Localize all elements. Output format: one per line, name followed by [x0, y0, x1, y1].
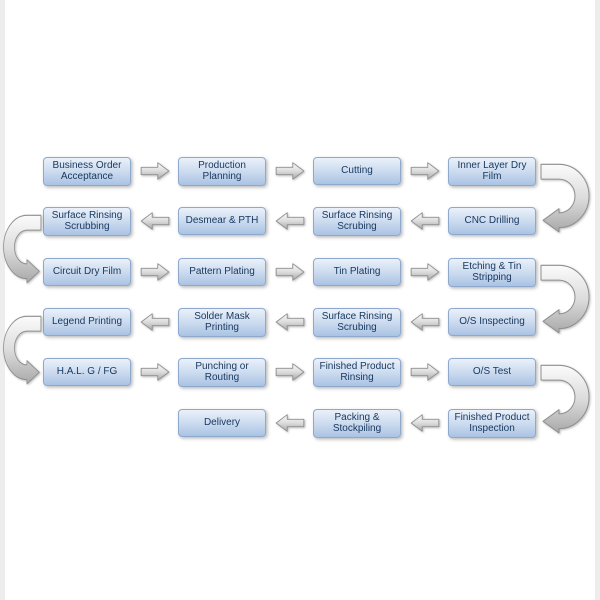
process-step-box: Surface Rinsing Scrubing	[313, 206, 401, 236]
process-step-box: Etching & Tin Stripping	[448, 257, 536, 287]
uturn-arrow-left-icon	[3, 214, 42, 284]
process-step-box: Cutting	[313, 157, 401, 185]
process-step-box: Solder Mask Printing	[178, 307, 266, 337]
flow-arrow-left-icon	[140, 212, 169, 230]
flow-arrow-right-icon	[410, 162, 439, 180]
process-step-box: Legend Printing	[43, 308, 131, 336]
process-step-box: Tin Plating	[313, 258, 401, 286]
process-row-3: Circuit Dry Film Pattern Plating Tin Pla…	[43, 257, 536, 287]
process-step-box: Punching or Routing	[178, 357, 266, 387]
process-row-5: H.A.L. G / FG Punching or Routing Finish…	[43, 357, 536, 387]
flow-arrow-left-icon	[140, 313, 169, 331]
flow-arrow-right-icon	[275, 263, 304, 281]
flow-arrow-right-icon	[140, 162, 169, 180]
flow-arrow-right-icon	[410, 263, 439, 281]
process-step-box: O/S Test	[448, 358, 536, 386]
process-step-box: Finished Product Inspection	[448, 408, 536, 438]
flow-arrow-left-icon	[410, 414, 439, 432]
flow-arrow-left-icon	[410, 212, 439, 230]
uturn-arrow-right-icon	[540, 264, 590, 334]
flow-arrow-left-icon	[275, 414, 304, 432]
flow-arrow-right-icon	[140, 363, 169, 381]
process-step-box: Surface Rinsing Scrubbing	[43, 206, 131, 236]
flow-arrow-left-icon	[410, 313, 439, 331]
process-step-box: Inner Layer Dry Film	[448, 156, 536, 186]
process-step-box: Production Planning	[178, 156, 266, 186]
process-step-box: Surface Rinsing Scrubing	[313, 307, 401, 337]
process-row-4: Legend Printing Solder Mask Printing Sur…	[43, 307, 536, 337]
uturn-arrow-right-icon	[540, 364, 590, 434]
process-row-6: Delivery Packing & Stockpiling Finished …	[43, 408, 536, 438]
process-step-box: H.A.L. G / FG	[43, 358, 131, 386]
flow-arrow-right-icon	[410, 363, 439, 381]
flow-arrow-left-icon	[275, 313, 304, 331]
process-step-box: Circuit Dry Film	[43, 258, 131, 286]
process-step-box: O/S Inspecting	[448, 308, 536, 336]
process-row-1: Business Order Acceptance Production Pla…	[43, 156, 536, 186]
process-step-box: Desmear & PTH	[178, 207, 266, 235]
process-step-box: Packing & Stockpiling	[313, 408, 401, 438]
process-step-box: Delivery	[178, 409, 266, 437]
flow-arrow-right-icon	[275, 363, 304, 381]
uturn-arrow-left-icon	[3, 315, 42, 385]
flow-arrow-right-icon	[140, 263, 169, 281]
flow-arrow-left-icon	[275, 212, 304, 230]
process-step-box: Finished Product Rinsing	[313, 357, 401, 387]
process-step-box: CNC Drilling	[448, 207, 536, 235]
flow-arrow-right-icon	[275, 162, 304, 180]
right-edge-strip	[595, 0, 600, 600]
process-step-box: Business Order Acceptance	[43, 156, 131, 186]
process-row-2: Surface Rinsing Scrubbing Desmear & PTH …	[43, 206, 536, 236]
left-edge-strip	[0, 0, 5, 600]
process-step-box: Pattern Plating	[178, 258, 266, 286]
uturn-arrow-right-icon	[540, 163, 590, 233]
